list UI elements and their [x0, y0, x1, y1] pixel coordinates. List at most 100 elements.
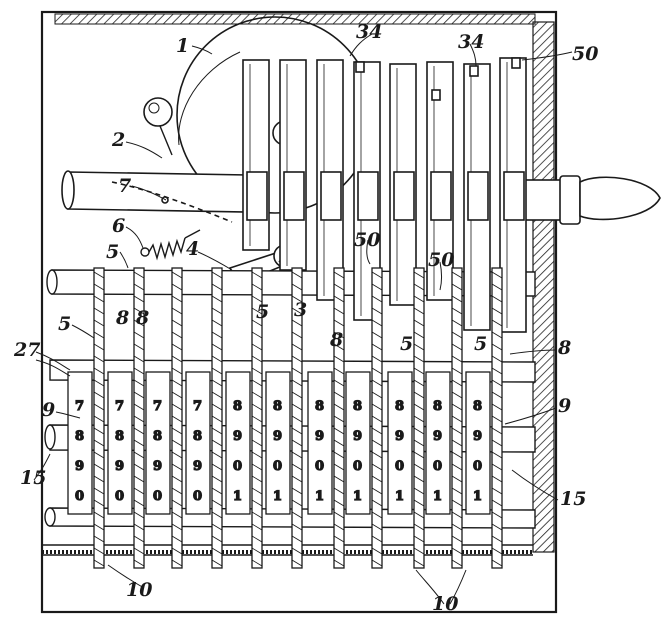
wheel-digit: 1 [353, 489, 362, 504]
wheel-digit: 9 [233, 429, 242, 444]
label-3: 3 [294, 299, 307, 321]
label-15-left: 15 [20, 467, 46, 489]
label-5-right-b: 5 [474, 333, 487, 355]
wheel-digit: 9 [315, 429, 324, 444]
wheel-digit: 9 [115, 459, 124, 474]
label-6: 6 [112, 215, 125, 237]
wheel-digit: 0 [233, 459, 242, 474]
label-5-top: 5 [106, 241, 119, 263]
wheel-digit: 8 [395, 399, 404, 414]
handle [519, 175, 661, 225]
slide-bars [242, 57, 527, 333]
wheel-digit: 9 [473, 429, 482, 444]
wheel-digit: 1 [315, 489, 324, 504]
slide-bar [389, 63, 417, 306]
label-9-right: 9 [558, 395, 571, 417]
leader-lines [33, 33, 573, 605]
label-7: 7 [118, 175, 131, 197]
label-4: 4 [186, 238, 199, 260]
spring-6 [140, 229, 201, 261]
wheel-digit: 9 [395, 429, 404, 444]
wheel-column: 7 8 9 0 [185, 267, 223, 569]
wheel-digit: 0 [75, 489, 84, 504]
label-50-a: 50 [572, 43, 598, 65]
wheel-digit: 9 [433, 429, 442, 444]
wheel-digit: 8 [273, 399, 282, 414]
wheel-digit: 0 [193, 489, 202, 504]
wheel-digit: 8 [353, 399, 362, 414]
wheel-digit: 1 [395, 489, 404, 504]
label-9-left: 9 [42, 399, 55, 421]
wheel-digit: 8 [193, 429, 202, 444]
label-1: 1 [176, 35, 189, 57]
label-5-right-a: 5 [400, 333, 413, 355]
label-34-b: 34 [458, 31, 484, 53]
bar-pin [355, 61, 365, 73]
wheel-digit: 9 [75, 459, 84, 474]
wheel-digit: 7 [153, 399, 162, 414]
reference-labels: 1 2 7 6 4 3 5 5 5 5 5 8 8 8 8 9 9 10 10 … [13, 21, 598, 615]
label-8-b: 8 [329, 329, 343, 351]
label-2: 2 [111, 129, 125, 151]
label-15-right: 15 [560, 488, 586, 510]
counter-wheels: 7890789078907890890189018901890189018901… [67, 267, 503, 569]
wheel-digit: 0 [115, 489, 124, 504]
label-8-a: 8 [115, 307, 129, 329]
wheel-digit: 7 [115, 399, 124, 414]
wheel-column: 7 8 9 0 [145, 267, 183, 569]
label-50-c: 50 [428, 249, 454, 271]
wheel-column: 8 9 0 1 [307, 267, 345, 569]
slide-bar [279, 59, 307, 271]
wheel-digit: 8 [75, 429, 84, 444]
wheel-digit: 9 [353, 429, 362, 444]
label-5-left: 5 [58, 313, 71, 335]
wheel-digit: 8 [153, 429, 162, 444]
label-50-b: 50 [354, 229, 380, 251]
wheel-column: 8 9 0 1 [225, 267, 263, 569]
wheel-digit: 1 [273, 489, 282, 504]
bar-pin [511, 57, 521, 69]
wheel-digit: 0 [353, 459, 362, 474]
label-27: 27 [13, 339, 40, 361]
wheel-digit: 1 [233, 489, 242, 504]
slide-bar [499, 57, 527, 333]
wheel-digit: 0 [473, 459, 482, 474]
wheel-digit: 0 [315, 459, 324, 474]
slide-bar [426, 61, 454, 301]
slide-bar [242, 59, 270, 251]
slide-bar [316, 59, 344, 301]
wheel-digit: 0 [153, 489, 162, 504]
wheel-digit: 7 [193, 399, 202, 414]
wheel-column: 7 8 9 0 [67, 267, 105, 569]
label-10-left: 10 [126, 579, 152, 601]
wheel-digit: 0 [433, 459, 442, 474]
wheel-digit: 7 [75, 399, 84, 414]
wheel-digit: 9 [153, 459, 162, 474]
wheel-digit: 8 [473, 399, 482, 414]
wheel-column: 8 9 0 1 [465, 267, 503, 569]
wheel-digit: 8 [433, 399, 442, 414]
wheel-digit: 8 [315, 399, 324, 414]
wheel-digit: 1 [473, 489, 482, 504]
wheel-digit: 9 [273, 429, 282, 444]
label-34-a: 34 [356, 21, 382, 43]
bar-pin [431, 89, 441, 101]
bar-pin [469, 65, 479, 77]
label-10-right: 10 [432, 593, 458, 615]
wheel-column: 8 9 0 1 [345, 267, 383, 569]
wheel-column: 7 8 9 0 [107, 267, 145, 569]
wheel-digit: 1 [433, 489, 442, 504]
wheel-digit: 0 [273, 459, 282, 474]
wheel-column: 8 9 0 1 [265, 267, 303, 569]
label-8-d: 8 [135, 307, 149, 329]
label-5-mid: 5 [256, 301, 269, 323]
wheel-digit: 8 [233, 399, 242, 414]
wheel-digit: 8 [115, 429, 124, 444]
wheel-column: 8 9 0 1 [425, 267, 463, 569]
label-8-c: 8 [557, 337, 571, 359]
wheel-digit: 9 [193, 459, 202, 474]
slide-bar [463, 63, 491, 331]
knob-2 [143, 97, 173, 156]
